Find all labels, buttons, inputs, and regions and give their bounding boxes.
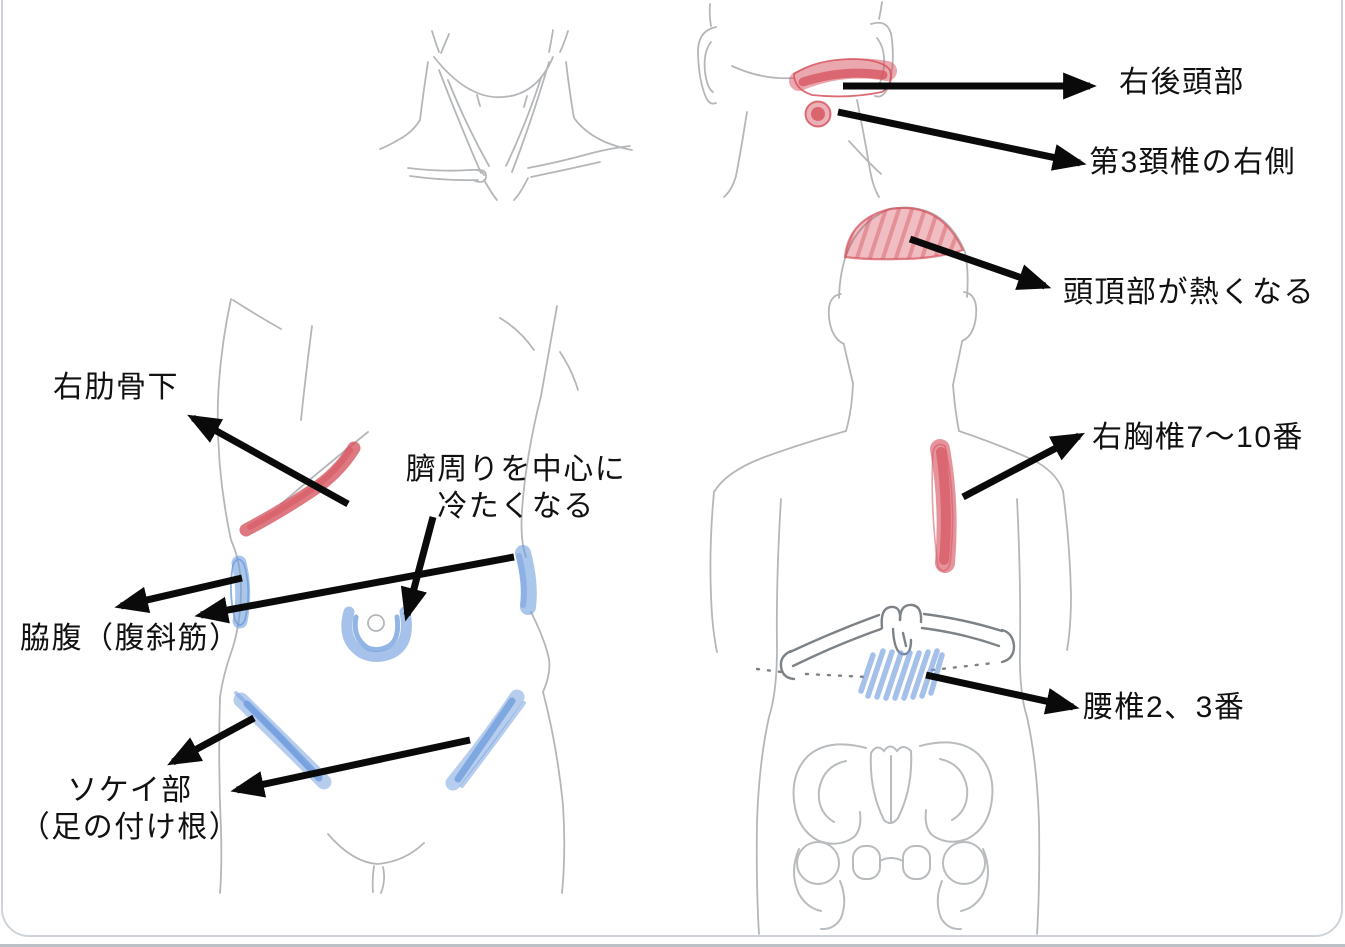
label-groin-line1: ソケイ部 [67,774,193,807]
label-thoracic-7-10: 右胸椎7〜10番 [1092,421,1305,454]
body-back-sketch [709,206,1072,935]
arrow-c3-right [837,108,1087,171]
marker-right-occiput [789,58,897,98]
head-back-sketch [697,1,894,198]
label-groin-line2: （足の付け根） [19,811,241,844]
annotation-arrows [114,72,1097,798]
label-navel-cold: 臍周りを中心に 冷たくなる [400,451,632,525]
marker-navel-horseshoe [341,606,412,662]
label-under-right-rib: 右肋骨下 [53,371,179,404]
label-c3-right: 第3頚椎の右側 [1089,146,1297,179]
label-groin: ソケイ部 （足の付け根） [16,772,244,846]
marker-c3-dot [804,100,832,128]
label-crown-hot: 頭頂部が熱くなる [1063,276,1315,309]
arrow-crown-hot [908,235,1052,290]
hands-behind-back-sketch [755,603,1016,681]
marker-right-groin [445,689,526,791]
label-lumbar-2-3: 腰椎2、3番 [1083,691,1246,724]
marker-left-groin [233,691,332,790]
arrow-flank-left [114,574,243,614]
arrow-navel [400,516,437,622]
torso-front-sketch [216,298,579,894]
viewport-bottom-edge [0,944,1345,947]
label-navel-cold-line2: 冷たくなる [437,490,595,523]
marker-right-flank [515,545,537,615]
label-flank: 脇腹（腹斜筋） [20,622,241,655]
marker-left-flank [230,555,251,629]
label-navel-cold-line1: 臍周りを中心に [405,453,627,486]
arrow-under-right-rib [187,414,350,508]
label-right-occiput: 右後頭部 [1119,66,1245,99]
marker-under-right-rib [239,441,361,537]
arrow-thoracic [961,432,1085,501]
arrow-flank-right [194,553,515,624]
arrow-lumbar [925,671,1080,715]
marker-thoracic-stripe [930,439,957,573]
arrow-groin-left [167,714,256,766]
neck-front-sketch [379,29,633,201]
pelvis-sketch [792,741,994,931]
arrow-groin-right [230,736,471,798]
